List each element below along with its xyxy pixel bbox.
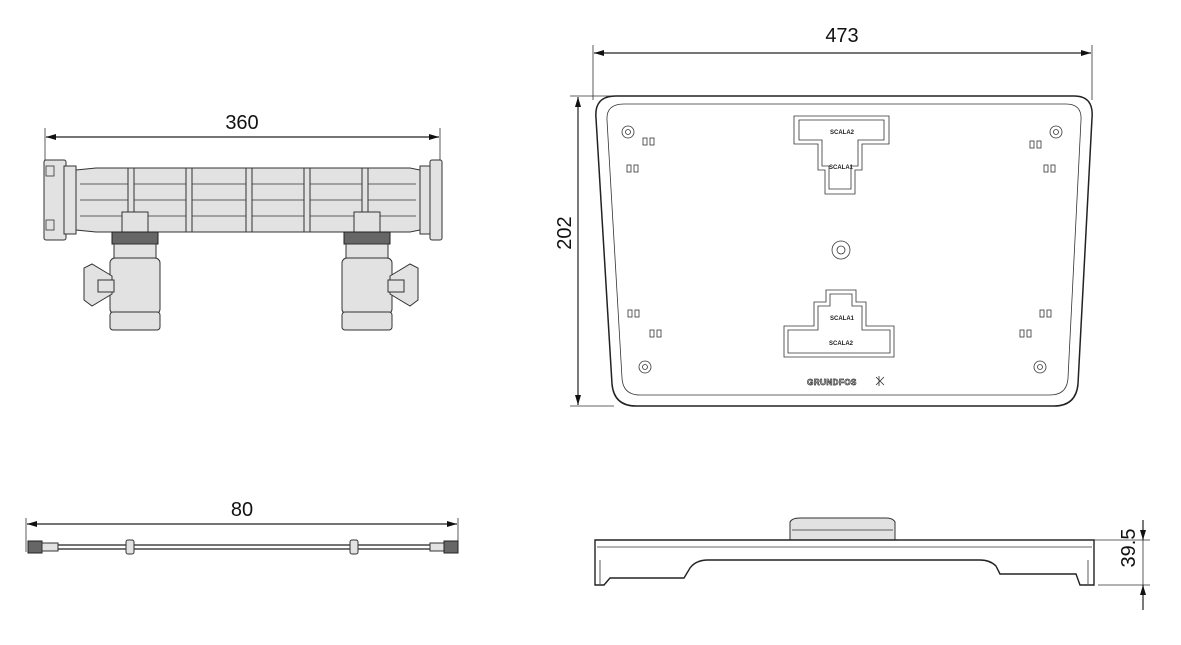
dimension-label-202: 202 bbox=[554, 216, 576, 249]
right-valve bbox=[341, 211, 419, 331]
handle-hub bbox=[387, 279, 405, 293]
mounting-holes bbox=[621, 125, 1063, 374]
bottom-pump-slot bbox=[783, 289, 895, 358]
plate-side-view: 39.5 bbox=[594, 517, 1150, 610]
valve-nut bbox=[343, 231, 391, 245]
valve-nut bbox=[111, 231, 159, 245]
valve-outlet bbox=[109, 311, 161, 331]
cable-connector-right bbox=[443, 540, 459, 554]
connector-boot-right bbox=[429, 542, 445, 552]
top-pump-slot bbox=[793, 115, 890, 195]
connector-boot-left bbox=[41, 542, 59, 552]
right-end-cap bbox=[429, 159, 443, 241]
top-pump-slot-inner bbox=[798, 119, 885, 190]
brand-logo-mark bbox=[875, 376, 885, 386]
bottom-pump-slot-inner bbox=[787, 293, 891, 354]
dimension-label-80: 80 bbox=[231, 499, 253, 521]
left-collar bbox=[63, 165, 77, 235]
plate-outer-edge bbox=[595, 95, 1093, 407]
clip-markers bbox=[626, 137, 1056, 338]
bottom-slot-label-2: SCALA2 bbox=[829, 341, 854, 347]
dimension-label-360: 360 bbox=[225, 112, 258, 134]
manifold-view: 360 bbox=[43, 112, 443, 331]
cable-clip bbox=[125, 539, 135, 555]
valve-outlet bbox=[341, 311, 393, 331]
top-slot-label-1: SCALA2 bbox=[830, 130, 855, 136]
brand-logo: GRUNDFOS bbox=[807, 378, 857, 387]
center-boss-profile bbox=[789, 517, 896, 541]
center-boss-hole bbox=[836, 245, 846, 255]
cable-connector-left bbox=[27, 540, 43, 554]
top-slot-label-2: SCALA1 bbox=[829, 165, 854, 171]
bottom-slot-label-1: SCALA1 bbox=[830, 316, 855, 322]
valve-neck bbox=[121, 211, 149, 235]
dimension-label-473: 473 bbox=[825, 25, 858, 47]
left-valve bbox=[83, 211, 161, 331]
plate-profile bbox=[594, 539, 1095, 586]
dimension-label-39-5: 39.5 bbox=[1118, 529, 1140, 568]
plate-inner-edge bbox=[606, 103, 1082, 396]
center-boss bbox=[831, 240, 851, 260]
valve-neck bbox=[353, 211, 381, 235]
cable-clip bbox=[349, 539, 359, 555]
cap-marking bbox=[45, 219, 55, 231]
handle-hub bbox=[97, 279, 115, 293]
plate-top-view: 473 202 bbox=[554, 25, 1093, 407]
left-end-cap bbox=[43, 159, 67, 241]
valve-body bbox=[109, 257, 161, 315]
valve-body bbox=[341, 257, 393, 315]
tube-bands bbox=[127, 167, 369, 233]
cable-view: 80 bbox=[25, 499, 459, 555]
cap-marking bbox=[45, 165, 55, 177]
